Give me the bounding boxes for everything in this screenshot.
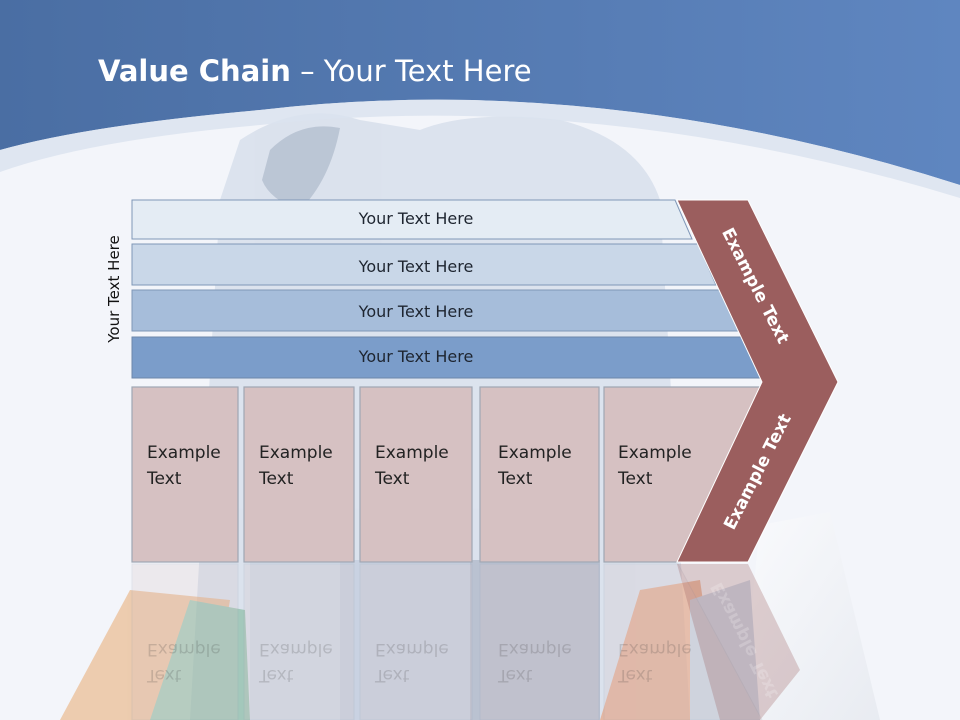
column-3-line2: Text <box>375 469 410 489</box>
column-2-line1: Example <box>259 443 333 463</box>
column-1-line2: Text <box>147 469 182 489</box>
margin-chevron-reflection <box>677 564 800 720</box>
column-5-line2: Text <box>618 469 653 489</box>
background-bags <box>60 512 880 720</box>
column-3-box <box>359 386 473 563</box>
band-2 <box>131 243 717 286</box>
band-1 <box>131 199 693 240</box>
band-3-label: Your Text Here <box>358 302 474 321</box>
margin-chevron <box>676 199 839 563</box>
band-1-label: Your Text Here <box>358 209 474 228</box>
title-rest: – Your Text Here <box>290 54 532 88</box>
column-5-line1: Example <box>618 443 692 463</box>
column-2-line2: Text <box>259 469 294 489</box>
band-4-label: Your Text Here <box>358 347 474 366</box>
column-4-line2: Text <box>498 469 533 489</box>
slide-title: Value Chain – Your Text Here <box>98 54 532 88</box>
band-2-label: Your Text Here <box>358 257 474 276</box>
title-bold: Value Chain <box>98 54 291 88</box>
column-3-line1: Example <box>375 443 449 463</box>
column-2-box <box>243 386 355 563</box>
column-4-line1: Example <box>498 443 572 463</box>
column-4-box <box>479 386 600 563</box>
columns-reflection <box>131 563 763 720</box>
column-1-line1: Example <box>147 443 221 463</box>
column-1-box <box>131 386 239 563</box>
